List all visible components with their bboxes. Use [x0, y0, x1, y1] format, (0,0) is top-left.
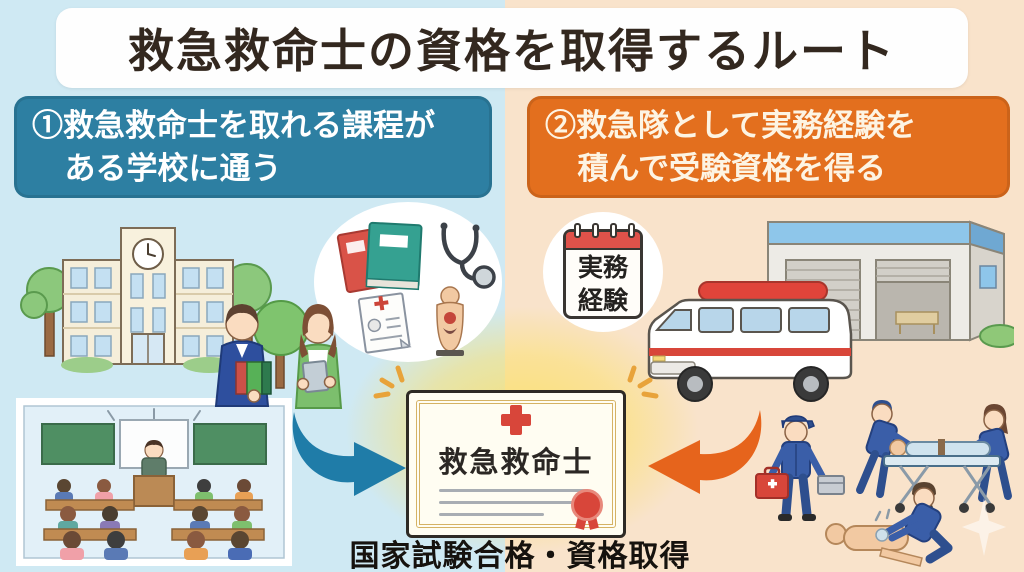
calendar-header — [566, 232, 640, 250]
experience-badge: 実務 経験 — [543, 212, 663, 332]
ribbon-seal-icon — [571, 489, 603, 530]
page-title: 救急救命士の資格を取得するルート — [128, 25, 896, 77]
paramedics-icon — [755, 400, 1012, 567]
calendar-ring-icon — [592, 223, 599, 238]
certificate-frame — [416, 400, 616, 528]
result-caption: 国家試験合格・資格取得 — [349, 540, 691, 572]
certificate-line — [439, 513, 544, 516]
study-items-icon — [314, 202, 502, 362]
calendar-icon: 実務 経験 — [563, 223, 643, 319]
certificate-text-lines — [439, 489, 589, 525]
emphasis-dashes-right-icon — [627, 365, 659, 399]
certificate-card: 救急救命士 — [406, 390, 626, 538]
experience-badge-line2: 経験 — [577, 286, 628, 315]
certificate-line — [439, 489, 589, 492]
classroom-icon — [16, 398, 292, 566]
red-cross-icon — [501, 405, 531, 435]
calendar-ring-icon — [610, 223, 617, 238]
arrow-right-icon — [292, 412, 406, 496]
experience-badge-label: 実務 経験 — [566, 252, 640, 317]
calendar-ring-icon — [628, 223, 635, 238]
title-banner: 救急救命士の資格を取得するルート — [56, 8, 968, 88]
route1-line1: ①救急救命士を取れる課程が — [32, 108, 435, 143]
certificate-content: 救急救命士 — [409, 393, 623, 535]
certificate-group: 救急救命士 — [373, 365, 659, 542]
certificate-line — [439, 501, 589, 504]
route2-line1: ②救急隊として実務経験を — [545, 108, 917, 143]
certificate-title: 救急救命士 — [438, 447, 594, 479]
experience-badge-line1: 実務 — [577, 254, 628, 282]
emphasis-dashes-left-icon — [373, 365, 405, 399]
calendar-ring-icon — [574, 223, 581, 238]
route1-header: ①救急救命士を取れる課程が ある学校に通う — [14, 96, 492, 198]
ambulance-icon — [647, 281, 853, 402]
students-icon — [214, 300, 343, 409]
seal-disc — [571, 489, 603, 521]
route2-header: ②救急隊として実務経験を 積んで受験資格を得る — [527, 96, 1010, 198]
arrow-left-icon — [648, 410, 762, 494]
route1-line2: ある学校に通う — [64, 150, 282, 186]
route2-line2: 積んで受験資格を得る — [577, 150, 886, 186]
